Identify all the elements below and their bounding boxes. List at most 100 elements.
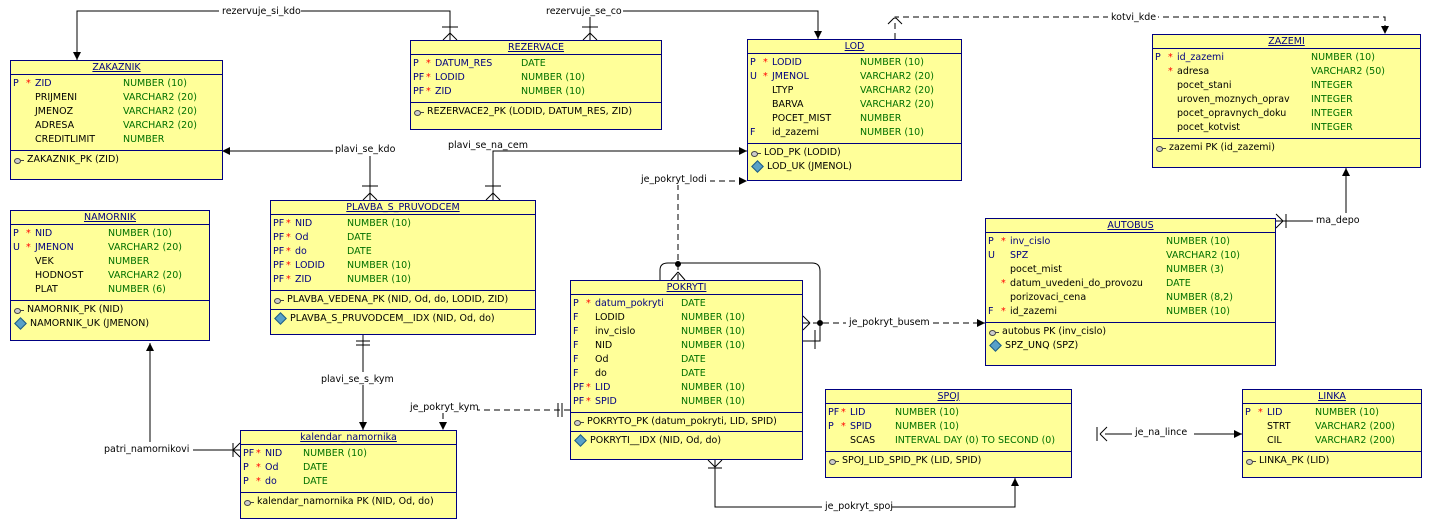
column-name: PRIJMENI (35, 92, 78, 103)
column-type: VARCHAR2 (10) (1166, 250, 1240, 261)
column-name: JMENOZ (35, 106, 74, 117)
column-name: uroven_moznych_oprav (1177, 94, 1290, 105)
column-name: id_zazemi (1177, 52, 1224, 63)
key-row[interactable]: PLAVBA_S_PRUVODCEM__IDX (NID, Od, do) (271, 312, 535, 326)
unique-key-icon (274, 312, 287, 325)
primary-key-icon (274, 297, 284, 304)
key-row[interactable]: SPOJ_LID_SPID_PK (LID, SPID) (826, 454, 1071, 468)
key-row[interactable]: SPZ_UNQ (SPZ) (986, 339, 1275, 353)
column-type: NUMBER (10) (681, 326, 745, 337)
key-row[interactable]: ZAKAZNIK_PK (ZID) (11, 153, 222, 167)
key-row[interactable]: kalendar_namornika PK (NID, Od, do) (241, 495, 456, 509)
column-type: VARCHAR2 (20) (860, 99, 934, 110)
key-row[interactable]: PLAVBA_VEDENA_PK (NID, Od, do, LODID, ZI… (271, 293, 535, 307)
column-type: NUMBER (10) (681, 312, 745, 323)
key-list: autobus PK (inv_cislo)SPZ_UNQ (SPZ) (986, 323, 1275, 355)
column-type: DATE (347, 246, 372, 257)
key-row[interactable]: NAMORNIK_PK (NID) (11, 303, 209, 317)
key-row[interactable]: POKRYTO_PK (datum_pokryti, LID, SPID) (571, 415, 802, 429)
key-row[interactable]: REZERVACE2_PK (LODID, DATUM_RES, ZID) (411, 105, 661, 119)
key-row[interactable]: LOD_UK (JMENOL) (748, 160, 961, 174)
entity-title: POKRYTI (571, 281, 802, 295)
key-flag: F (573, 326, 579, 337)
key-row[interactable]: NAMORNIK_UK (JMENON) (11, 317, 209, 331)
key-row[interactable]: autobus PK (inv_cislo) (986, 325, 1275, 339)
primary-key-icon (989, 329, 999, 336)
key-row[interactable]: POKRYTI__IDX (NID, Od, do) (571, 434, 802, 448)
column-type: NUMBER (10) (860, 57, 924, 68)
mandatory-mark: * (26, 242, 31, 253)
key-row[interactable]: LINKA_PK (LID) (1243, 454, 1421, 468)
mandatory-mark: * (1001, 278, 1006, 289)
key-row[interactable]: LOD_PK (LODID) (748, 146, 961, 160)
key-row[interactable]: zazemi PK (id_zazemi) (1153, 141, 1420, 155)
